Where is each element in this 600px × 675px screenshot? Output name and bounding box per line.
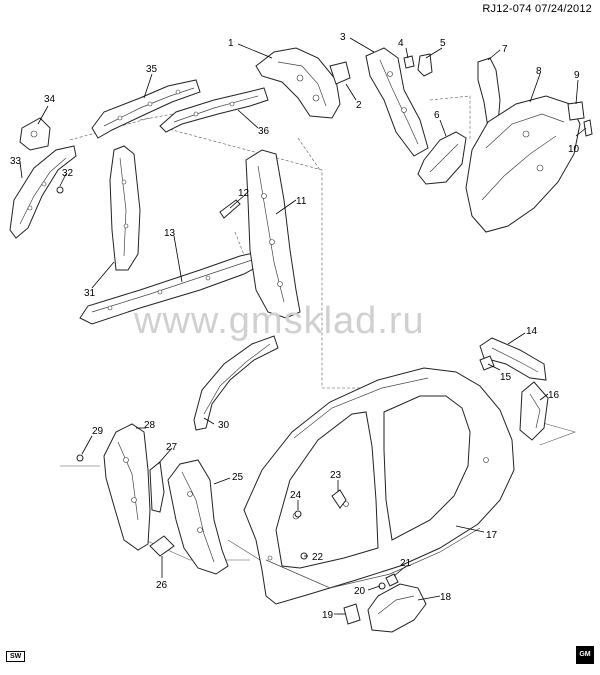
callout-27: 27 — [166, 442, 178, 453]
part-23 — [331, 489, 347, 509]
part-17 — [243, 367, 515, 605]
part-32 — [56, 186, 64, 194]
part-33 — [9, 145, 77, 239]
callout-4: 4 — [398, 38, 404, 49]
part-18 — [367, 583, 427, 633]
callout-35: 35 — [146, 64, 158, 75]
part-36 — [159, 87, 269, 133]
callout-7: 7 — [502, 44, 508, 55]
part-12 — [219, 199, 241, 219]
part-28 — [103, 423, 151, 551]
callout-31: 31 — [84, 288, 96, 299]
leader-lines — [19, 37, 587, 615]
callout-24: 24 — [290, 490, 302, 501]
part-11 — [245, 149, 301, 319]
callout-33: 33 — [10, 156, 22, 167]
callout-10: 10 — [568, 144, 580, 155]
part-5 — [417, 53, 433, 77]
callout-13: 13 — [164, 228, 176, 239]
gm-logo: GM — [576, 646, 594, 664]
part-15 — [479, 355, 495, 371]
part-4 — [403, 55, 415, 69]
part-27 — [149, 461, 165, 513]
callout-34: 34 — [44, 94, 56, 105]
callout-21: 21 — [400, 558, 412, 569]
part-6 — [417, 131, 467, 185]
callout-28: 28 — [144, 420, 156, 431]
callout-18: 18 — [440, 592, 452, 603]
part-16 — [519, 381, 549, 441]
part-21 — [385, 573, 399, 587]
part-3 — [365, 47, 429, 157]
callout-30: 30 — [218, 420, 230, 431]
callout-19: 19 — [322, 610, 334, 621]
callout-32: 32 — [62, 168, 74, 179]
callout-22: 22 — [312, 552, 324, 563]
part-35 — [91, 79, 201, 139]
callout-14: 14 — [526, 326, 538, 337]
diagram-date: 07/24/2012 — [534, 3, 592, 15]
part-29 — [76, 454, 84, 462]
callout-3: 3 — [340, 32, 346, 43]
part-19 — [343, 603, 361, 625]
callout-15: 15 — [500, 372, 512, 383]
callout-25: 25 — [232, 472, 244, 483]
part-26 — [149, 535, 175, 557]
callout-36: 36 — [258, 126, 270, 137]
callout-17: 17 — [486, 530, 498, 541]
callout-1: 1 — [228, 38, 234, 49]
part-30 — [193, 335, 279, 431]
part-10 — [583, 119, 593, 137]
callout-23: 23 — [330, 470, 342, 481]
watermark: www.gmsklad.ru — [134, 300, 425, 342]
callout-26: 26 — [156, 580, 168, 591]
callout-2: 2 — [356, 100, 362, 111]
callout-6: 6 — [434, 110, 440, 121]
callout-29: 29 — [92, 426, 104, 437]
part-34 — [19, 117, 51, 151]
part-31 — [109, 145, 141, 271]
diagram-ref: RJ12-074 — [482, 3, 532, 15]
callout-9: 9 — [574, 70, 580, 81]
callout-16: 16 — [548, 390, 560, 401]
part-24 — [294, 510, 302, 518]
callout-labels: 1 2 3 4 5 6 7 8 9 10 11 12 13 14 15 16 1… — [10, 32, 580, 621]
callout-5: 5 — [440, 38, 446, 49]
callout-12: 12 — [238, 188, 250, 199]
part-1 — [255, 47, 341, 119]
callout-20: 20 — [354, 586, 366, 597]
part-2 — [329, 61, 351, 85]
part-8 — [465, 95, 581, 233]
sw-badge: SW — [6, 651, 26, 662]
part-9 — [567, 101, 585, 121]
callout-11: 11 — [296, 196, 307, 207]
part-25 — [167, 459, 229, 575]
diagram-header: RJ12-074 07/24/2012 — [482, 3, 592, 15]
callout-8: 8 — [536, 66, 542, 77]
